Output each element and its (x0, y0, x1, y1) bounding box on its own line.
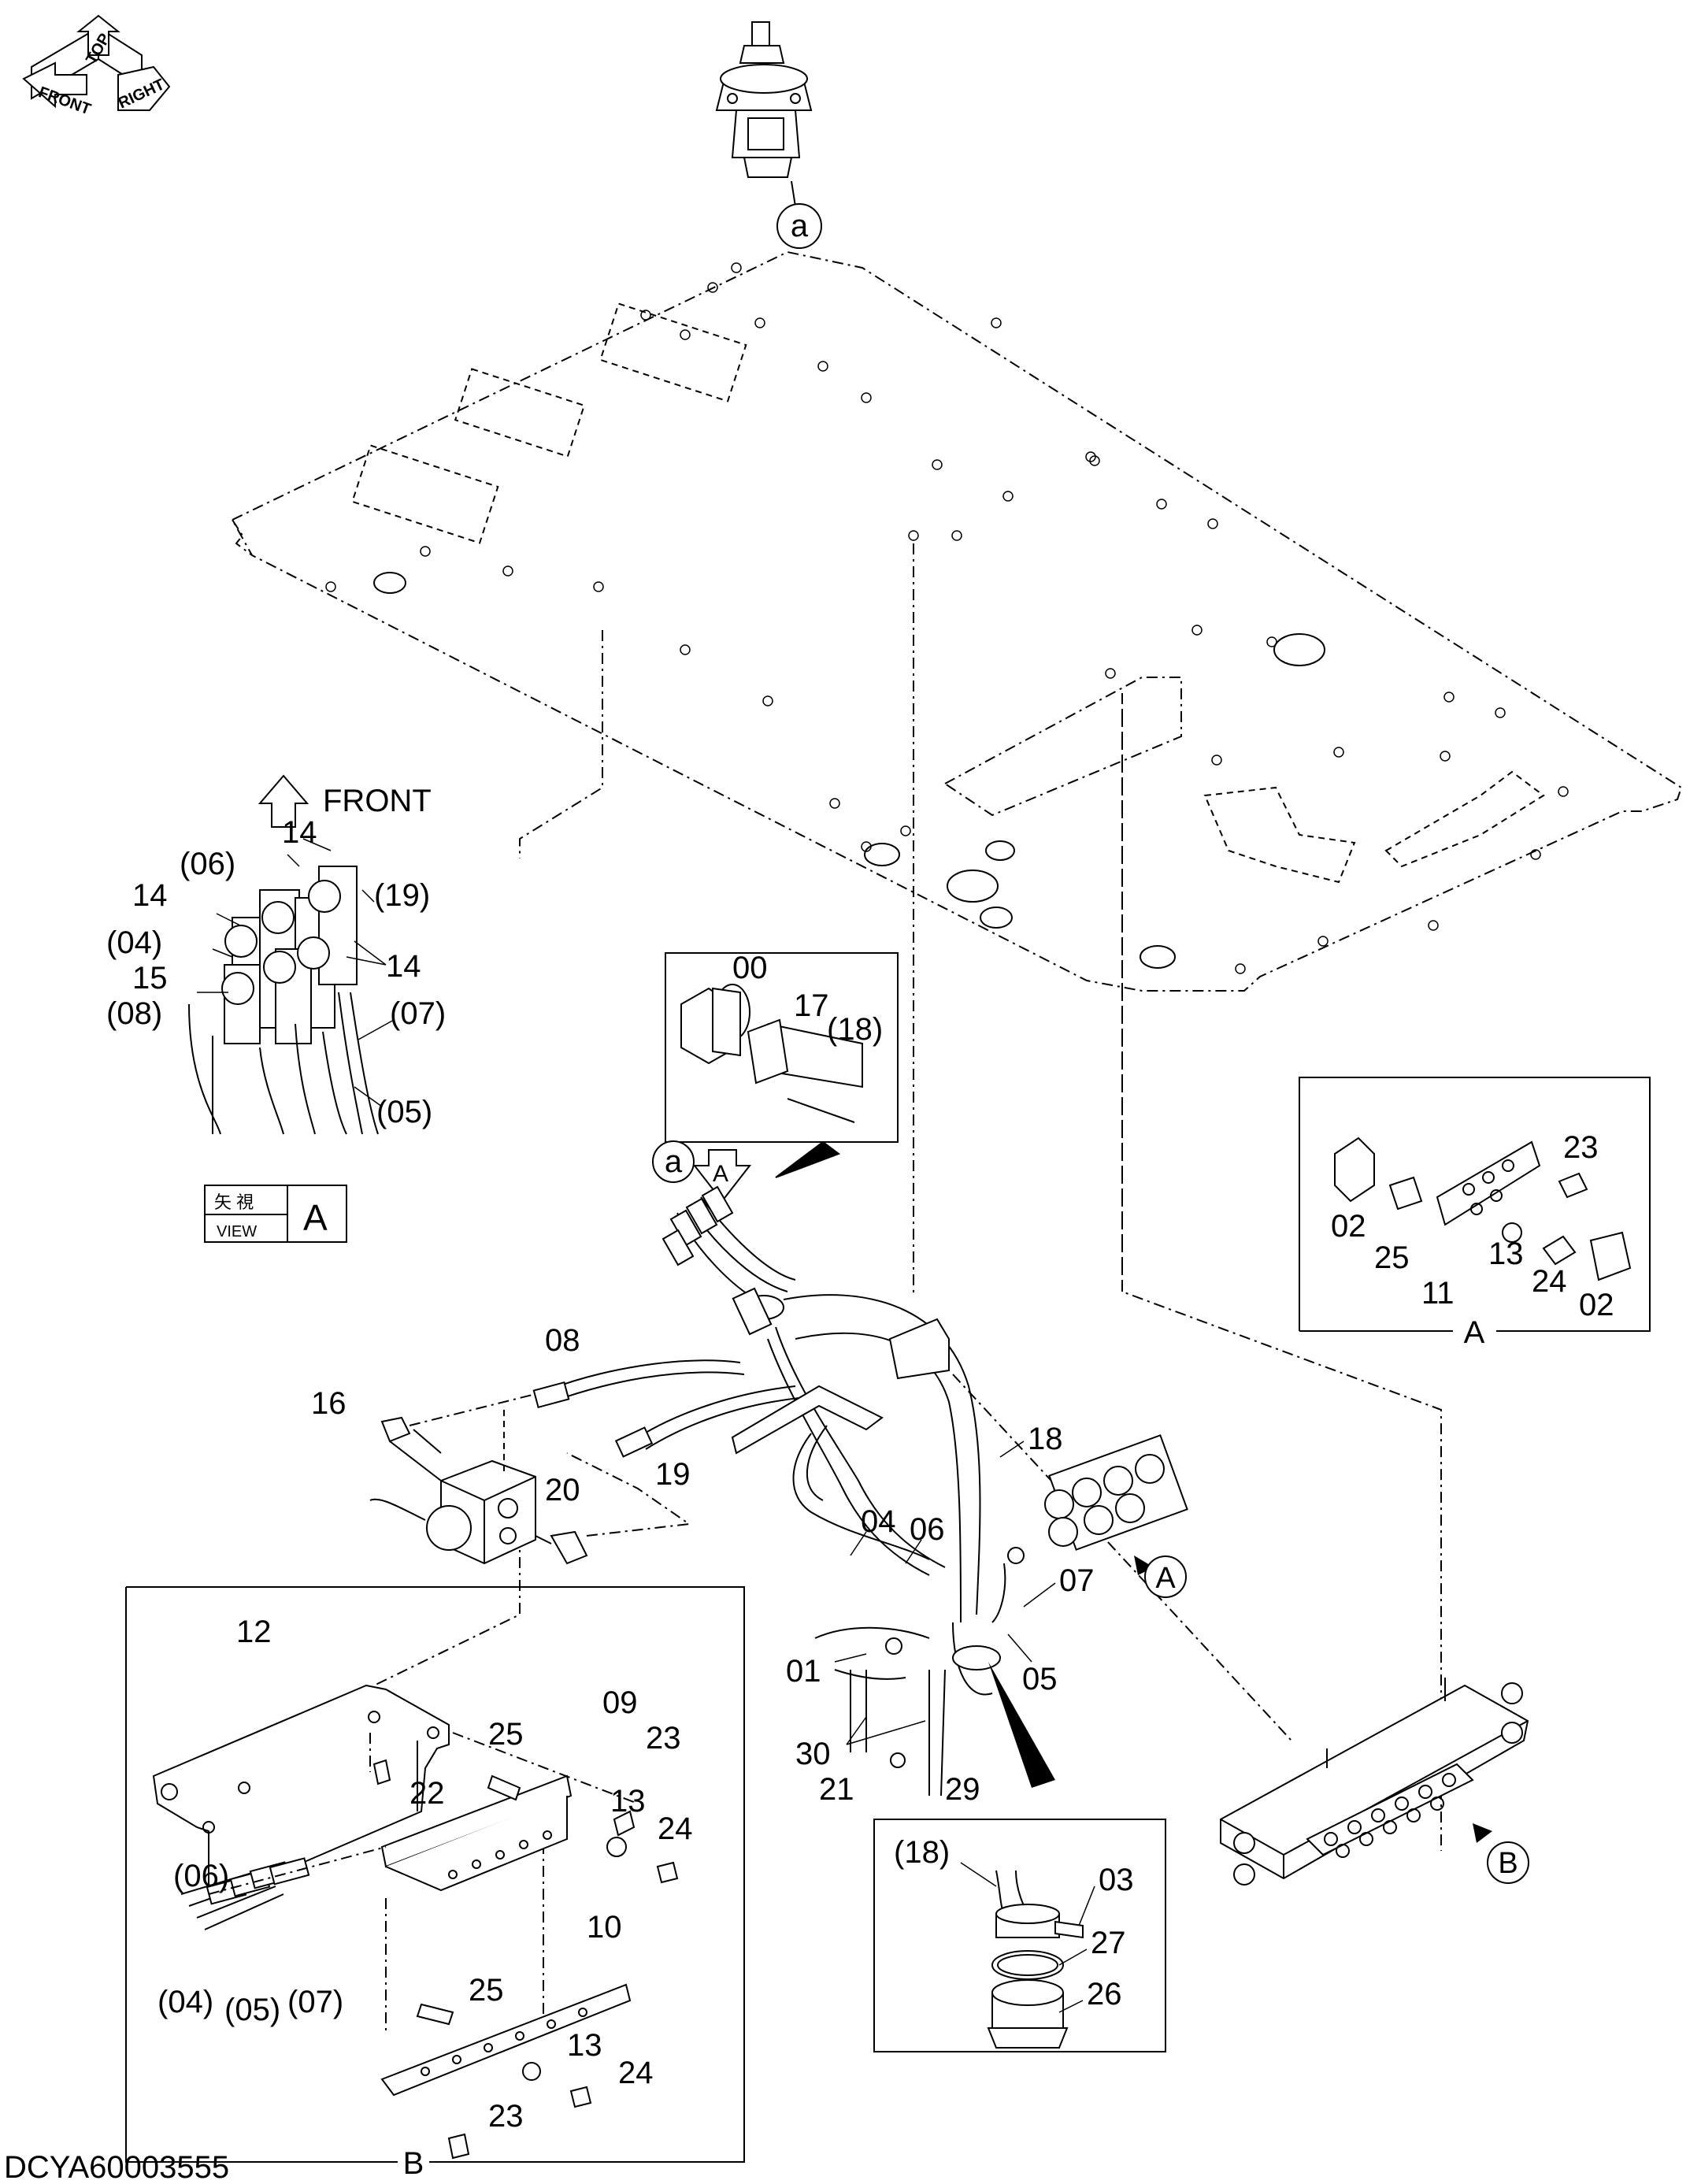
label-fb-25a: 25 (488, 1717, 524, 1752)
view-a-label-box: 矢 視 VIEW A (204, 1185, 347, 1243)
label-m-29: 29 (945, 1772, 980, 1807)
label-va-05: (05) (376, 1095, 432, 1129)
frame-a-detail: A 23 02 25 11 13 24 02 (1299, 1077, 1651, 1350)
distribution-block: B (1220, 1678, 1529, 1886)
detail-18-03-27-26: (18) 03 27 26 (873, 1819, 1166, 2052)
valve-block (369, 1393, 691, 1565)
label-fb-24a: 24 (658, 1811, 693, 1846)
drawing-id: DCYA60003555 (4, 2150, 229, 2184)
label-m-16: 16 (311, 1386, 346, 1421)
label-fb-23a: 23 (646, 1721, 681, 1756)
label-fb-07: (07) (287, 1985, 343, 2019)
label-fa-02b: 02 (1579, 1288, 1614, 1322)
label-va-19: (19) (374, 878, 430, 913)
label-m-18: 18 (1028, 1422, 1063, 1456)
label-va-07: (07) (390, 996, 446, 1031)
label-fb-05: (05) (224, 1993, 280, 2027)
front-arrow-icon (258, 774, 309, 828)
label-d1-17: 17 (794, 988, 829, 1023)
label-d1-00: 00 (732, 951, 768, 985)
label-va-14b: 14 (132, 878, 168, 913)
floor-plate (231, 250, 1683, 992)
label-fb-10: 10 (587, 1910, 622, 1945)
swivel-joint (715, 21, 813, 207)
orientation-icon: TOP FRONT RIGHT (22, 14, 171, 118)
label-va-04: (04) (106, 925, 162, 960)
callout-a-harness-text: a (665, 1144, 683, 1179)
label-va-06: (06) (180, 847, 235, 881)
arrow-a-text: A (713, 1161, 728, 1187)
label-m-30: 30 (795, 1737, 831, 1771)
label-va-14c: 14 (386, 949, 421, 984)
label-m-19: 19 (655, 1457, 691, 1492)
frame-a-letter: A (1464, 1315, 1485, 1350)
label-fb-12: 12 (236, 1615, 272, 1649)
view-a-kanji: 矢 視 (214, 1192, 254, 1212)
label-fb-13b: 13 (567, 2028, 602, 2063)
view-a-view-text: VIEW (217, 1223, 257, 1240)
view-a-letter: A (303, 1197, 328, 1238)
label-m-20: 20 (545, 1473, 580, 1507)
label-d1-18: (18) (827, 1012, 883, 1047)
label-fa-23: 23 (1563, 1130, 1599, 1165)
label-fb-04: (04) (158, 1985, 213, 2019)
view-a-detail: FRONT 14 (06) (19) 14 (04) 14 (106, 774, 446, 1243)
view-a-arrow-icon (692, 1149, 752, 1203)
label-fa-11: 11 (1421, 1276, 1455, 1311)
label-m-05: 05 (1022, 1662, 1058, 1696)
label-fa-13: 13 (1488, 1237, 1524, 1271)
label-m-21: 21 (819, 1772, 854, 1807)
callout-a-top: a (776, 203, 822, 249)
label-d2-26: 26 (1087, 1977, 1122, 2012)
label-m-07: 07 (1059, 1563, 1095, 1598)
label-va-08: (08) (106, 996, 162, 1031)
label-fb-25b: 25 (469, 1973, 504, 2008)
label-va-14a: 14 (282, 815, 317, 850)
callout-a-valve-text: A (1155, 1562, 1176, 1595)
label-fb-22: 22 (410, 1776, 445, 1811)
frame-b-detail: B 12 09 25 23 22 (125, 1586, 745, 2181)
label-m-01: 01 (786, 1654, 821, 1689)
label-m-08: 08 (545, 1323, 580, 1358)
detail-00-17-18: 00 17 (18) (665, 951, 899, 1178)
label-m-06: 06 (910, 1512, 945, 1547)
label-fb-06: (06) (173, 1859, 229, 1893)
label-fa-02a: 02 (1331, 1209, 1366, 1244)
label-d2-18: (18) (894, 1835, 950, 1870)
label-fa-24: 24 (1532, 1264, 1567, 1299)
label-d2-03: 03 (1099, 1863, 1134, 1897)
label-fb-23b: 23 (488, 2099, 524, 2134)
label-fb-09: 09 (602, 1685, 638, 1720)
label-d2-27: 27 (1091, 1926, 1126, 1960)
label-va-15: 15 (132, 961, 168, 996)
callout-a-top-text: a (791, 209, 809, 243)
label-fb-13a: 13 (610, 1784, 646, 1819)
view-a-front-label: FRONT (323, 784, 432, 818)
main-harness: a A (311, 1140, 1188, 1807)
callout-b-text: B (1498, 1847, 1518, 1880)
label-fb-24b: 24 (618, 2056, 654, 2090)
label-m-04: 04 (861, 1504, 896, 1539)
callout-a-valve: A (1134, 1555, 1187, 1598)
leader-lines (373, 543, 1442, 2016)
label-fa-25: 25 (1374, 1240, 1410, 1275)
frame-b-letter: B (403, 2146, 424, 2181)
